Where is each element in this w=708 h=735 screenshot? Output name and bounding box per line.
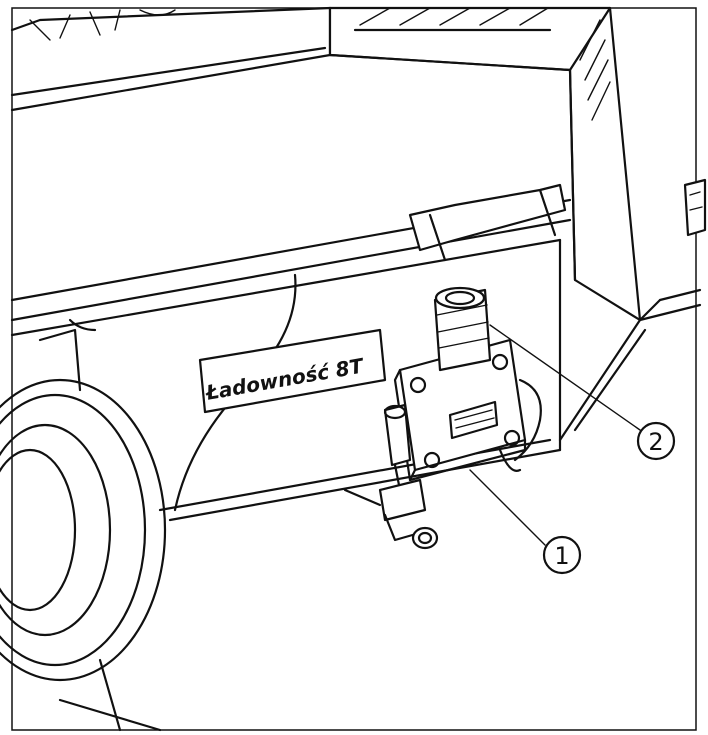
upper-housing — [10, 6, 642, 322]
wheel-drum — [0, 328, 167, 732]
callout-1-number: 1 — [554, 542, 569, 570]
callout-2: 2 — [636, 421, 676, 461]
label-plate: Ładowność 8T — [198, 328, 387, 414]
leader-line-2 — [489, 324, 641, 431]
quick-coupler — [433, 286, 492, 372]
callout-1: 1 — [542, 535, 582, 575]
callout-2-number: 2 — [648, 428, 663, 456]
leader-line-1 — [469, 469, 546, 546]
